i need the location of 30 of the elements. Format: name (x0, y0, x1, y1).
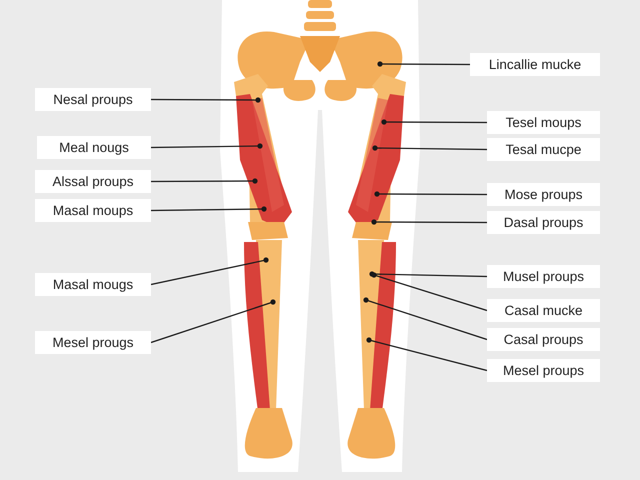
leader-line (371, 272, 488, 312)
leader-line (150, 257, 269, 286)
part-label: Casal mucke (487, 299, 600, 322)
leader-line (371, 219, 487, 225)
leader-line (366, 337, 488, 372)
part-label: Tesel moups (487, 111, 600, 134)
part-label: Alssal proups (35, 170, 151, 193)
part-label: Nesal proups (35, 88, 151, 111)
leader-line (374, 191, 487, 197)
leader-line (151, 97, 261, 103)
leader-line (381, 119, 487, 125)
part-label: Mose proups (487, 183, 600, 206)
leader-line (151, 206, 267, 212)
leader-line (151, 143, 263, 149)
part-label: Mesel prougs (35, 331, 151, 354)
part-label: Dasal proups (487, 211, 600, 234)
part-label: Tesal mucpe (487, 138, 600, 161)
leader-line (150, 299, 276, 344)
part-label: Masal mougs (35, 273, 151, 296)
leader-line (369, 271, 488, 278)
part-label: Mesel proups (487, 359, 600, 382)
part-label: Musel proups (487, 265, 600, 288)
part-label: Casal proups (487, 328, 600, 351)
part-label: Masal moups (35, 199, 151, 222)
part-label: Lincallie mucke (470, 53, 600, 76)
leader-line (377, 61, 470, 67)
part-label: Meal nougs (37, 136, 151, 159)
leader-line (363, 297, 488, 340)
leader-line (372, 145, 487, 151)
leader-line (151, 178, 258, 184)
